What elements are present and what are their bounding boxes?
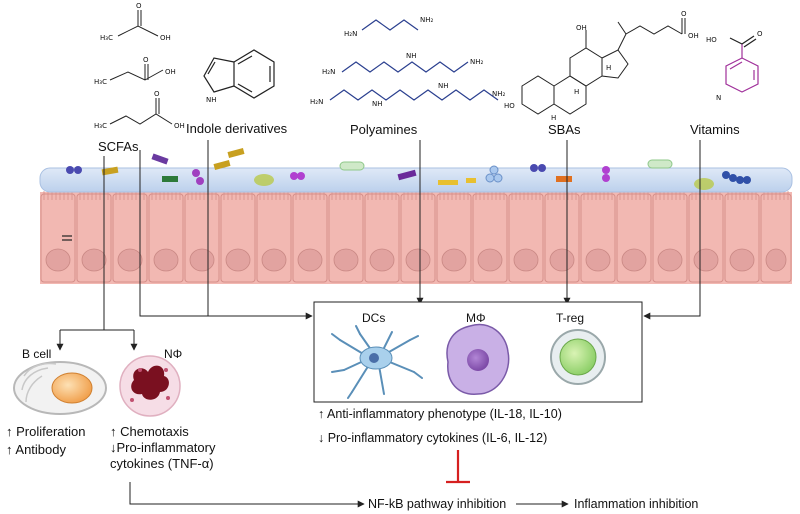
label-neutrophil: NΦ <box>164 347 182 361</box>
epithelial-nucleus <box>477 248 503 272</box>
chem-spermidine-nh2: NH₂ <box>470 58 484 66</box>
inhibition-symbol <box>446 450 470 484</box>
epithelial-nucleus <box>441 248 467 272</box>
immune-effect-pro-inflammatory: ↓ Pro-inflammatory cytokines (IL-6, IL-1… <box>318 431 547 445</box>
chem-butyrate-ch3: H₃C <box>94 122 107 130</box>
chem-sba-h-3: H <box>606 64 611 72</box>
vitamin-structure <box>725 44 759 93</box>
epithelial-nucleus <box>297 248 323 272</box>
epithelial-nucleus <box>729 248 755 272</box>
epithelial-nucleus <box>405 248 431 272</box>
bcell-effect-antibody: ↑ Antibody <box>6 442 66 457</box>
polyamine-structures <box>329 19 499 101</box>
intestinal-epithelium <box>40 191 792 284</box>
bcell-effect-proliferation: ↑ Proliferation <box>6 424 85 439</box>
chem-sba-ho: HO <box>504 102 515 110</box>
neutrophil-effect-proinflammatory: ↓Pro-inflammatory <box>110 440 216 455</box>
epithelial-nucleus <box>693 248 719 272</box>
tight-junction <box>62 235 72 241</box>
neutrophil-effect-cytokines: cytokines (TNF-α) <box>110 456 214 471</box>
dendritic-cell <box>331 325 423 399</box>
immune-effect-anti-inflammatory: ↑ Anti-inflammatory phenotype (IL-18, IL… <box>318 407 562 421</box>
epithelial-nucleus <box>369 248 395 272</box>
chem-sba-h-1: H <box>551 114 556 122</box>
label-dcs: DCs <box>362 311 385 325</box>
label-nfkb-inhibition: NF-kB pathway inhibition <box>368 497 506 511</box>
chem-spermidine-h2n: H₂N <box>322 68 335 76</box>
chem-sba-oh-top: OH <box>576 24 587 32</box>
chem-vitamin-n: N <box>716 94 721 102</box>
vitamin-carboxyl <box>729 35 757 48</box>
epithelial-nucleus <box>189 248 215 272</box>
label-inflammation-inhibition: Inflammation inhibition <box>574 497 698 511</box>
chem-spermine-nh2: NH₂ <box>492 90 506 98</box>
epithelial-nucleus <box>549 248 575 272</box>
chem-propionate-o: O <box>143 56 149 64</box>
treg-nucleus <box>559 338 597 376</box>
chem-butyrate-oh: OH <box>174 122 185 130</box>
chem-spermine-h2n: H₂N <box>310 98 323 106</box>
label-polyamines: Polyamines <box>350 122 418 137</box>
chem-spermidine-nh: NH <box>406 52 417 60</box>
epithelial-nucleus <box>225 248 251 272</box>
epithelial-nucleus <box>585 248 611 272</box>
chem-acetate-oh: OH <box>160 34 171 42</box>
chem-indole-nh: NH <box>206 96 217 104</box>
pathway-lines <box>56 140 701 508</box>
mucus-layer <box>39 167 793 193</box>
sba-structure <box>521 18 686 115</box>
epithelial-nucleus <box>117 248 143 272</box>
chem-propionate-ch3: H₃C <box>94 78 107 86</box>
chem-putrescine-h2n: H₂N <box>344 30 357 38</box>
label-treg: T-reg <box>556 311 584 325</box>
scfa-structures <box>109 10 173 125</box>
chem-propionate-oh: OH <box>165 68 176 76</box>
chem-acetate-ch3: H₃C <box>100 34 113 42</box>
label-sbas: SBAs <box>548 122 581 137</box>
chem-vitamin-ho: HO <box>706 36 717 44</box>
neutrophil-effect-chemotaxis: ↑ Chemotaxis <box>110 424 189 439</box>
epithelial-nucleus <box>621 248 647 272</box>
indole-structure <box>203 49 275 99</box>
label-scfas: SCFAs <box>98 139 139 154</box>
epithelial-nucleus <box>657 248 683 272</box>
chem-spermine-nh-1: NH <box>372 100 383 108</box>
dendritic-cell-nucleus <box>369 353 379 363</box>
epithelial-nucleus <box>765 248 787 272</box>
chem-putrescine-nh2: NH₂ <box>420 16 434 24</box>
label-bcell: B cell <box>22 347 51 361</box>
macrophage-nucleus <box>467 349 489 371</box>
epithelial-nucleus <box>261 248 287 272</box>
chem-spermine-nh-2: NH <box>438 82 449 90</box>
label-macrophage: MΦ <box>466 311 486 325</box>
epithelial-nucleus <box>81 248 107 272</box>
chem-sba-o: O <box>681 10 687 18</box>
bcell <box>13 361 107 415</box>
chem-butyrate-o: O <box>154 90 160 98</box>
neutrophil <box>119 355 181 417</box>
chem-acetate-o: O <box>136 2 142 10</box>
chem-vitamin-o: O <box>757 30 763 38</box>
epithelial-nucleus <box>333 248 359 272</box>
epithelial-nucleus <box>513 248 539 272</box>
label-indole: Indole derivatives <box>186 121 288 136</box>
epithelial-nucleus <box>153 248 179 272</box>
chem-sba-oh-acid: OH <box>688 32 699 40</box>
label-vitamins: Vitamins <box>690 122 740 137</box>
chem-sba-h-2: H <box>574 88 579 96</box>
epithelial-nucleus <box>45 248 71 272</box>
luminal-molecules <box>66 148 751 190</box>
